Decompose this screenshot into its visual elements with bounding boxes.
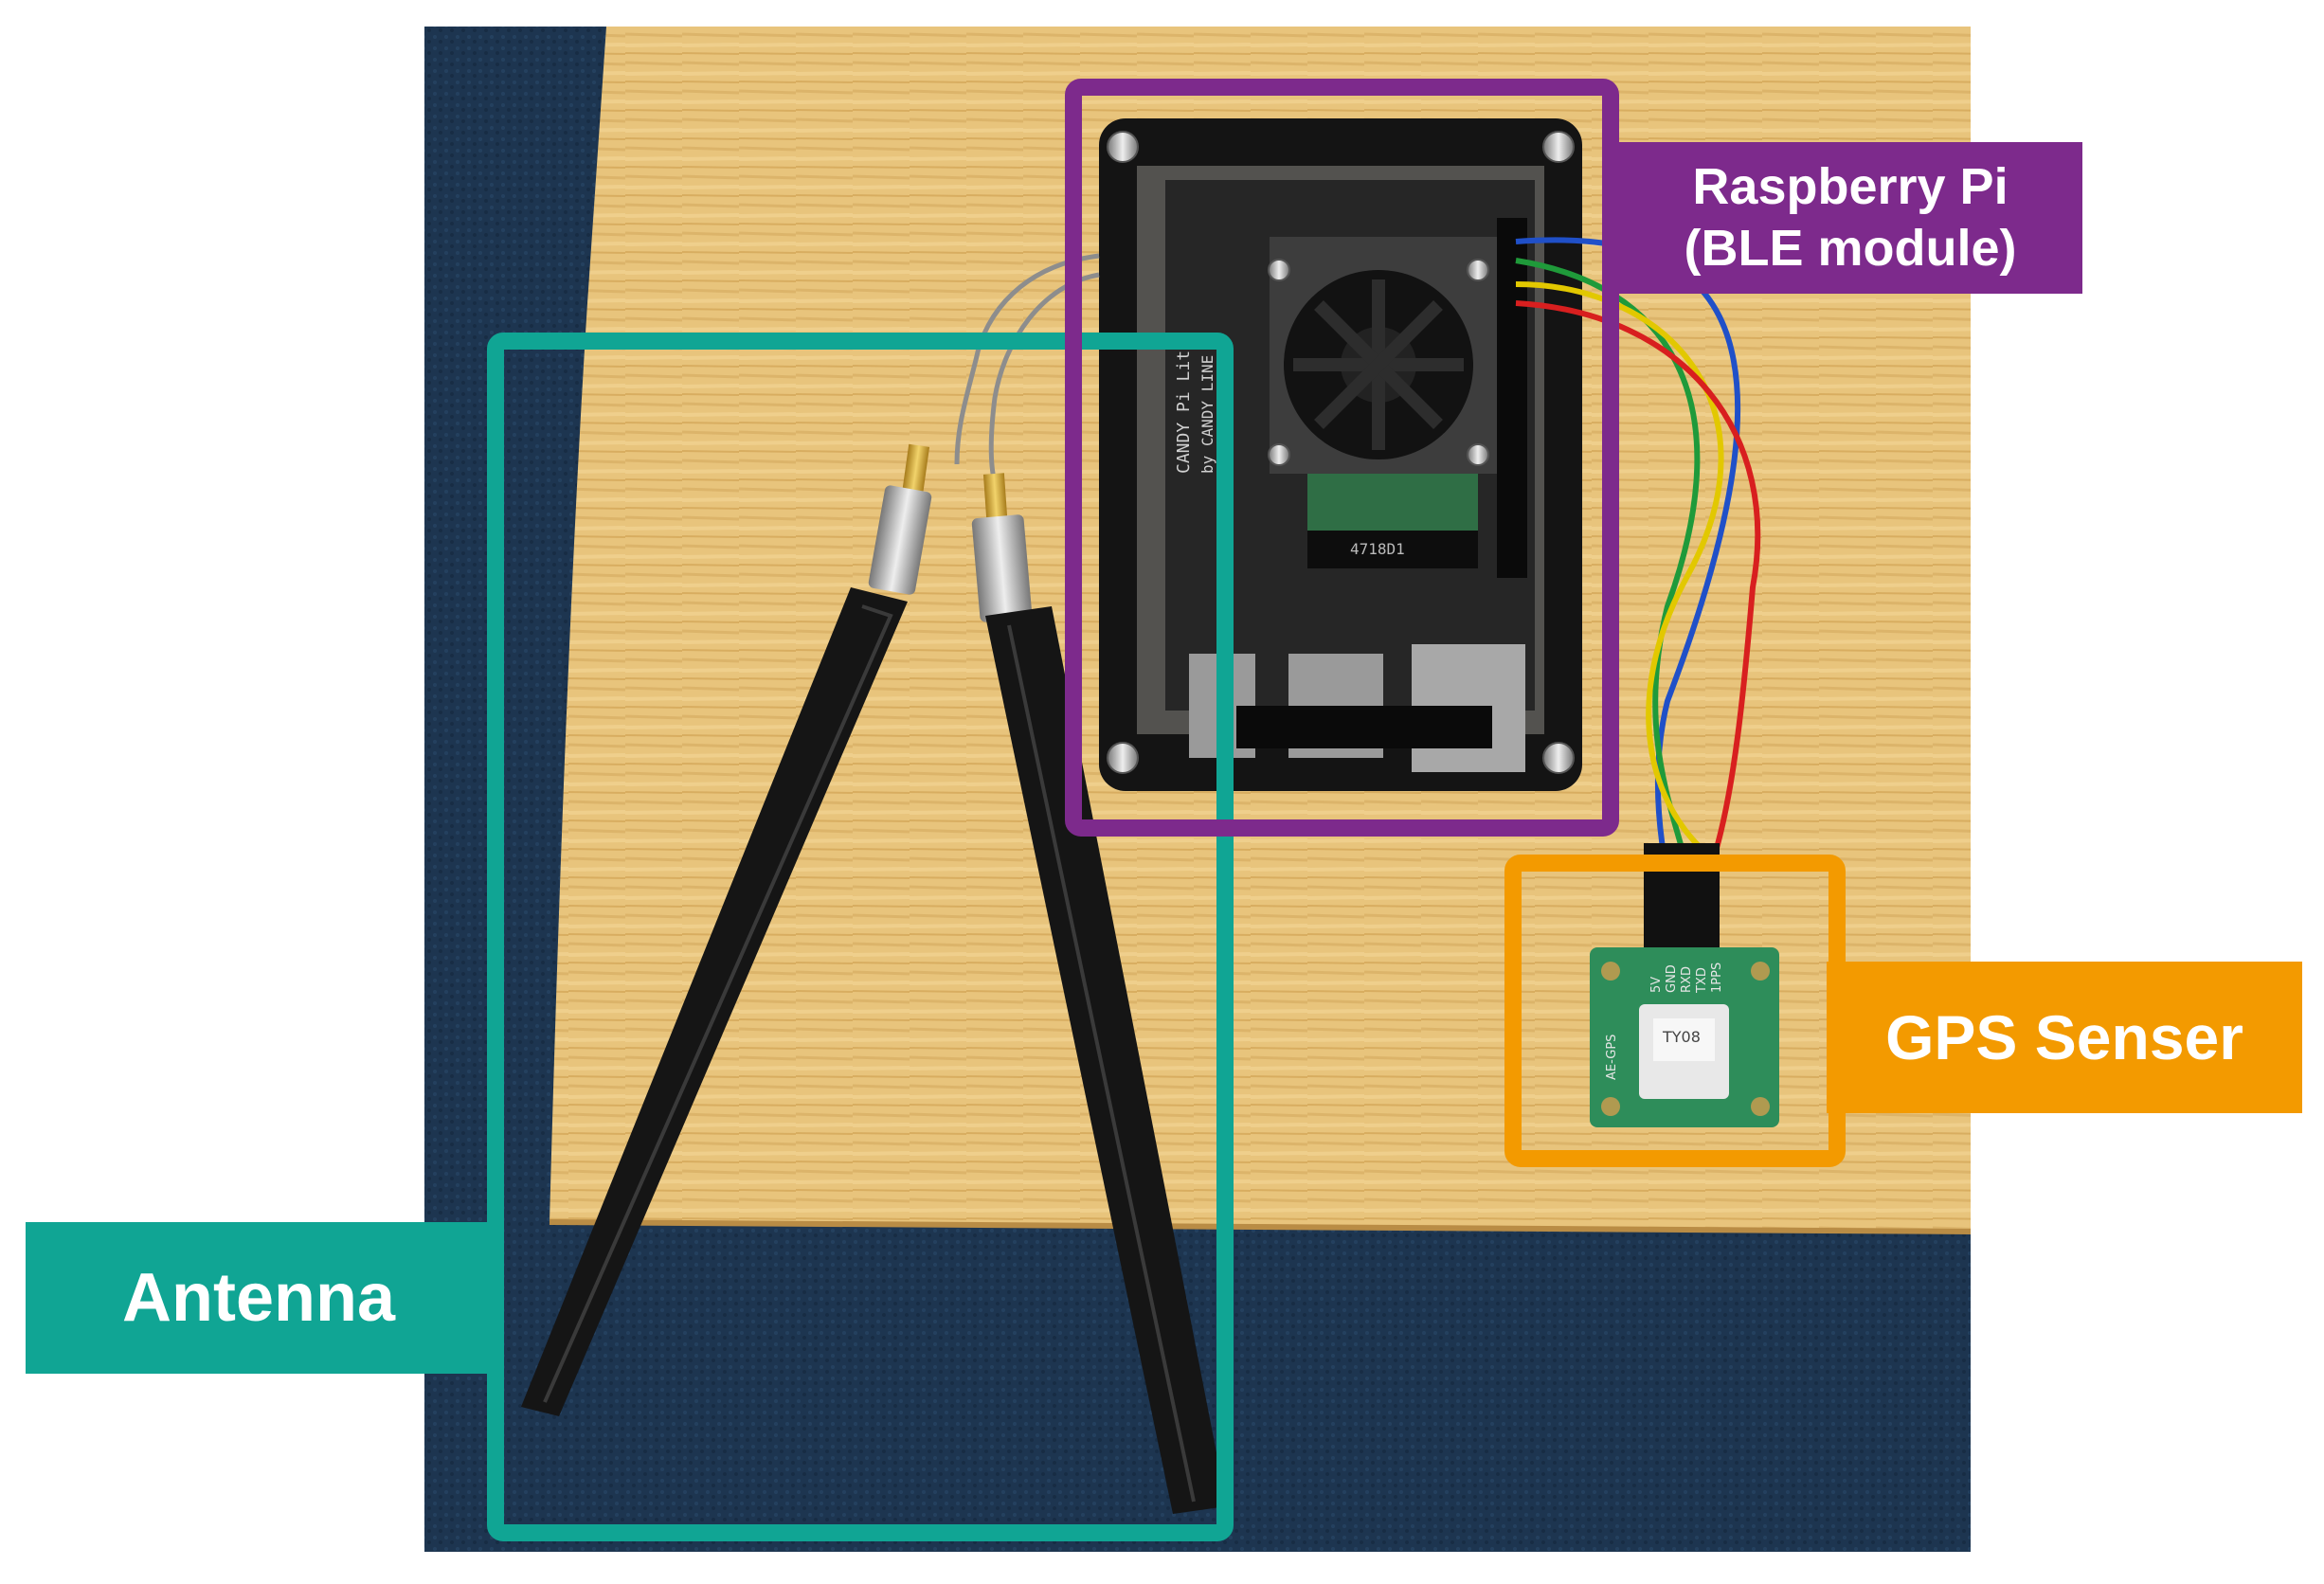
antenna-highlight-box: [487, 333, 1234, 1541]
coax-cables: [954, 253, 1100, 484]
raspberry-pi-highlight-box: [1065, 79, 1619, 837]
gps-label: GPS Senser: [1827, 962, 2302, 1113]
antenna-label: Antenna: [26, 1222, 492, 1374]
silkscreen-pin-1pps: 1PPS: [1710, 963, 1724, 993]
silkscreen-pin-rxd: RXD: [1680, 966, 1694, 993]
raspberry-pi-label: Raspberry Pi (BLE module): [1618, 142, 2082, 294]
antenna-label-text: Antenna: [122, 1260, 395, 1336]
silkscreen-gps-module: TY08: [1662, 1028, 1701, 1046]
silkscreen-by: by CANDY LINE: [1198, 355, 1216, 474]
silkscreen-pin-txd: TXD: [1695, 967, 1709, 994]
raspberry-pi-board: CANDY Pi Lite by CANDY LINE 4718D1: [1099, 118, 1582, 791]
silkscreen-candy: CANDY Pi Lite: [1174, 340, 1194, 474]
raspberry-pi-label-line1: Raspberry Pi: [1692, 158, 2009, 216]
silkscreen-pin-gnd: GND: [1665, 964, 1679, 993]
silkscreen-chip: 4718D1: [1350, 540, 1405, 558]
antenna-left: [521, 443, 932, 1416]
silkscreen-pin-5v: 5V: [1649, 977, 1664, 993]
raspberry-pi-label-line2: (BLE module): [1684, 220, 2017, 277]
antenna-right: [971, 473, 1227, 1514]
gps-label-text: GPS Senser: [1885, 1002, 2243, 1072]
gps-sensor-board: TY08 AE-GPS 5V GND RXD TXD 1PPS: [1590, 843, 1779, 1127]
silkscreen-gps-name: AE-GPS: [1605, 1035, 1619, 1080]
